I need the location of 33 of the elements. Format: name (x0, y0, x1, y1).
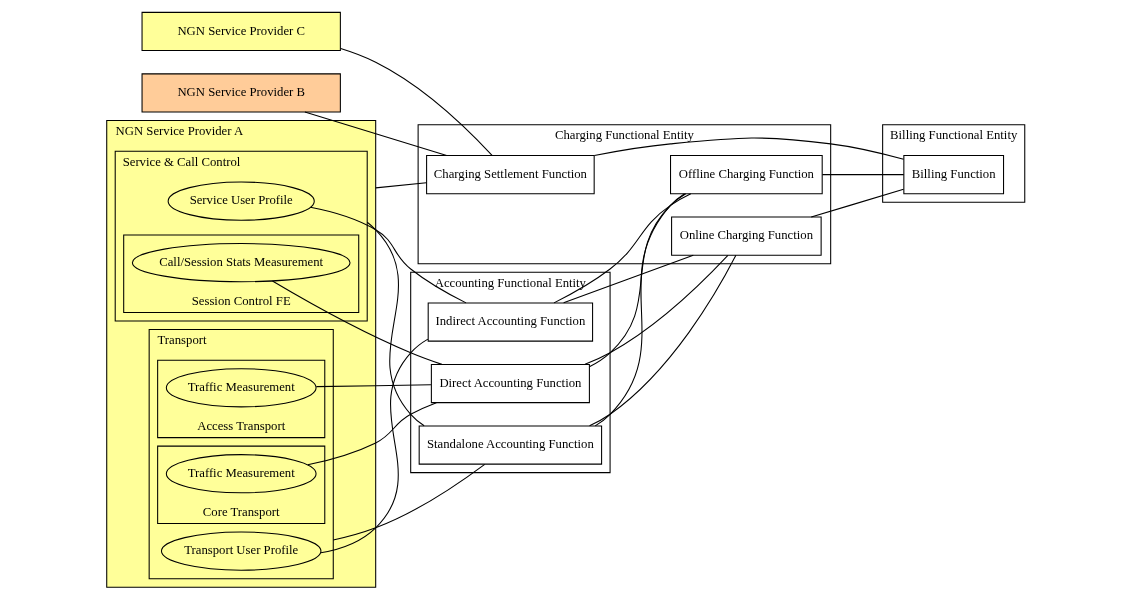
connector (304, 111, 448, 156)
connector (589, 254, 737, 427)
node-box: Billing Function (903, 155, 1005, 195)
node-box: NGN Service Provider B (141, 73, 341, 113)
node-ellipse: Service User Profile (167, 181, 315, 221)
node-box: Indirect Accounting Function (427, 302, 594, 342)
node-box: NGN Service Provider C (141, 11, 341, 52)
node-ellipse: Traffic Measurement (165, 368, 317, 408)
connector (315, 384, 432, 388)
connector (584, 254, 729, 365)
node-box: Standalone Accounting Function (418, 425, 603, 465)
connector (307, 402, 437, 466)
connector (375, 182, 427, 189)
connector (563, 254, 694, 304)
connector (271, 280, 443, 365)
connector (589, 193, 687, 367)
connector (340, 47, 493, 157)
node-box: Charging Settlement Function (426, 155, 595, 195)
connector (366, 221, 425, 427)
node-box: Online Charging Function (671, 216, 822, 256)
connector (821, 174, 905, 176)
node-ellipse: Call/Session Stats Measurement (131, 243, 351, 283)
node-box: Offline Charging Function (670, 155, 823, 195)
connector (309, 206, 467, 304)
node-ellipse: Transport User Profile (160, 531, 322, 571)
node-ellipse: Traffic Measurement (165, 454, 317, 494)
connector (594, 193, 686, 427)
connector (810, 188, 905, 218)
connector (593, 137, 905, 160)
node-box: Direct Accounting Function (430, 363, 590, 404)
connector (332, 463, 486, 541)
connector (553, 193, 692, 304)
connector (320, 338, 429, 554)
